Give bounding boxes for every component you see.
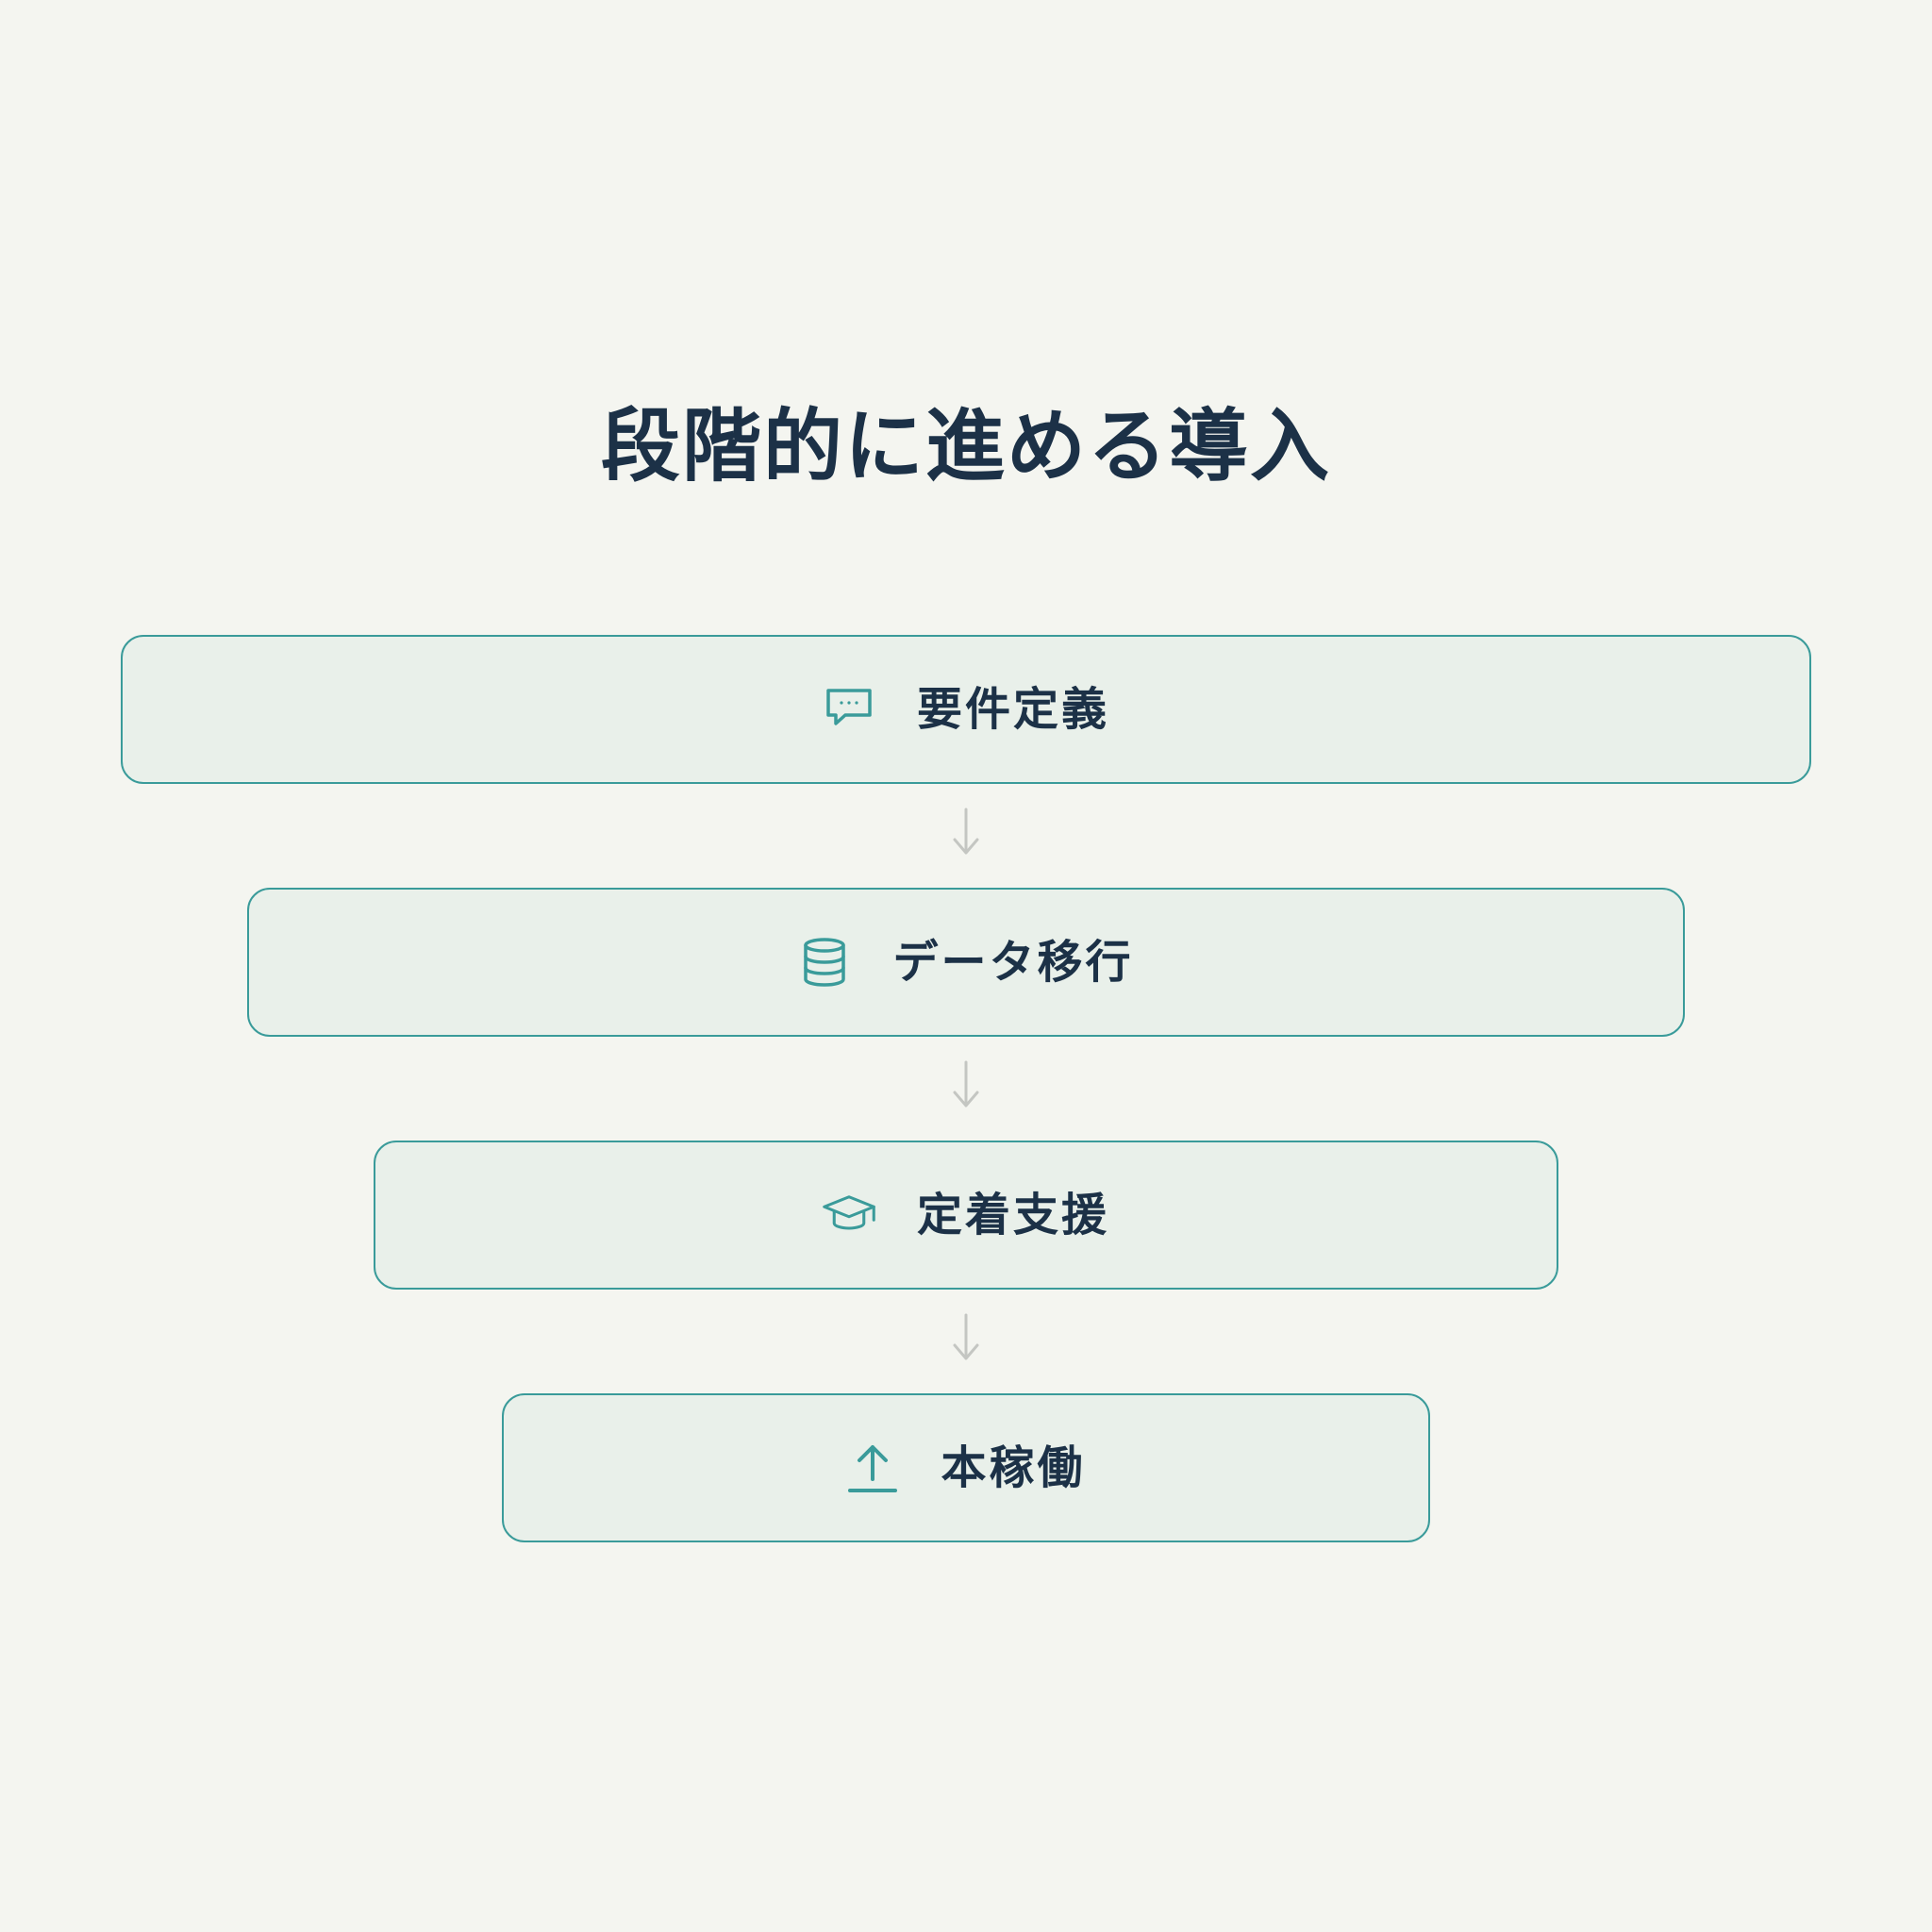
page-title: 段階的に進める導入 xyxy=(600,400,1331,492)
chat-bubble-icon xyxy=(823,683,875,736)
step-requirements: 要件定義 xyxy=(121,635,1811,784)
upload-icon xyxy=(846,1441,899,1494)
step-data-migration: データ移行 xyxy=(247,888,1685,1037)
step-label: データ移行 xyxy=(892,936,1134,989)
down-arrow-icon xyxy=(949,1058,983,1111)
graduation-cap-icon xyxy=(823,1189,875,1241)
step-label: 定着支援 xyxy=(916,1189,1109,1241)
database-icon xyxy=(798,936,851,989)
step-label: 要件定義 xyxy=(916,683,1109,736)
down-arrow-icon xyxy=(949,806,983,858)
step-go-live: 本稼働 xyxy=(502,1393,1430,1542)
step-adoption-support: 定着支援 xyxy=(374,1141,1558,1290)
step-label: 本稼働 xyxy=(941,1441,1086,1494)
down-arrow-icon xyxy=(949,1311,983,1364)
